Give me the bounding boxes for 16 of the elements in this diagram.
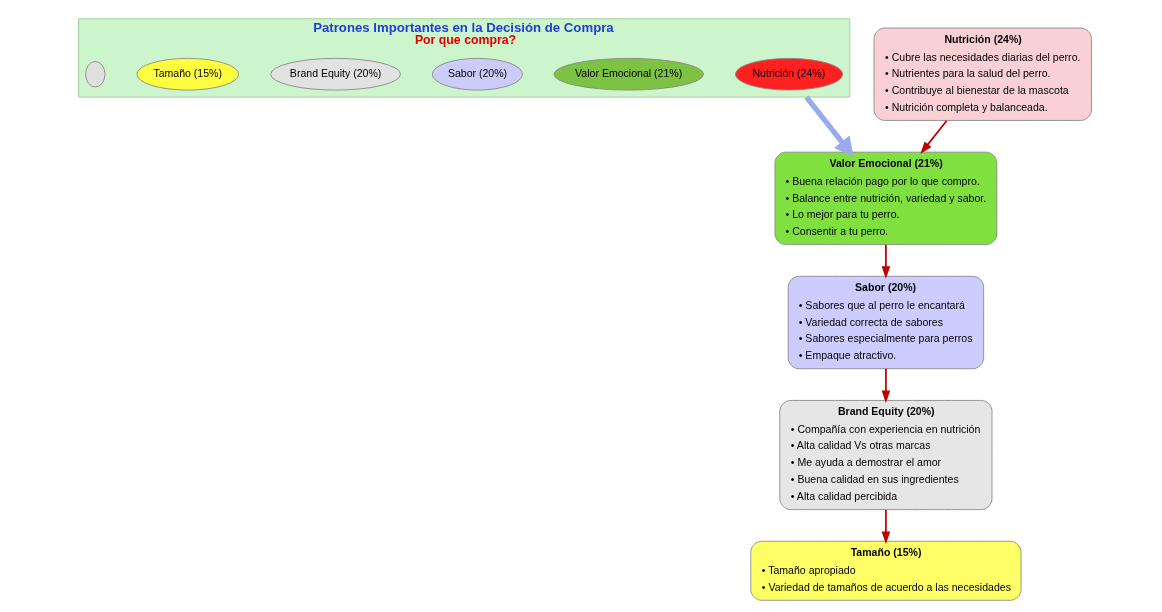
arrow — [881, 367, 890, 403]
node-box: Sabor (20%) • Sabores que al perro le encantará • Variedad correcta de sabores • Sabores especialmente para perros • Empaque atractivo. — [787, 275, 984, 370]
node-ellipse: Valor Emocional (21%) — [553, 57, 704, 91]
node-circle — [84, 61, 105, 88]
node-box: Brand Equity (20%) • Compañía con experiencia en nutrición • Alta calidad Vs otras marcas • Me ayuda a demostrar el amor • Buena calidad en sus ingredientes • Alta calidad percibida — [778, 400, 992, 511]
node-ellipse: Tamaño (15%) — [135, 57, 239, 91]
node-box: Nutrición (24%) • Cubre las necesidades diarias del perro. • Nutrientes para la salud del perro. • Contribuye al bienestar de la mascota • Nutrición completa y balanceada. — [873, 27, 1092, 121]
node-ellipse: Nutrición (24%) — [734, 57, 843, 91]
arrow — [919, 119, 948, 154]
arrow — [803, 95, 853, 157]
arrow — [881, 509, 890, 544]
node-box: Tamaño (15%) • Tamaño apropiado • Variedad de tamaños de acuerdo a las necesidades — [749, 540, 1021, 601]
node-ellipse: Brand Equity (20%) — [269, 57, 401, 91]
node-box: Valor Emocional (21%) • Buena relación pago por lo que compro. • Balance entre nutrición, variedad y sabor. • Lo mejor para tu perro. • Consentir a tu perro. — [774, 151, 997, 246]
arrow — [881, 243, 890, 279]
node-ellipse: Sabor (20%) — [431, 57, 523, 91]
